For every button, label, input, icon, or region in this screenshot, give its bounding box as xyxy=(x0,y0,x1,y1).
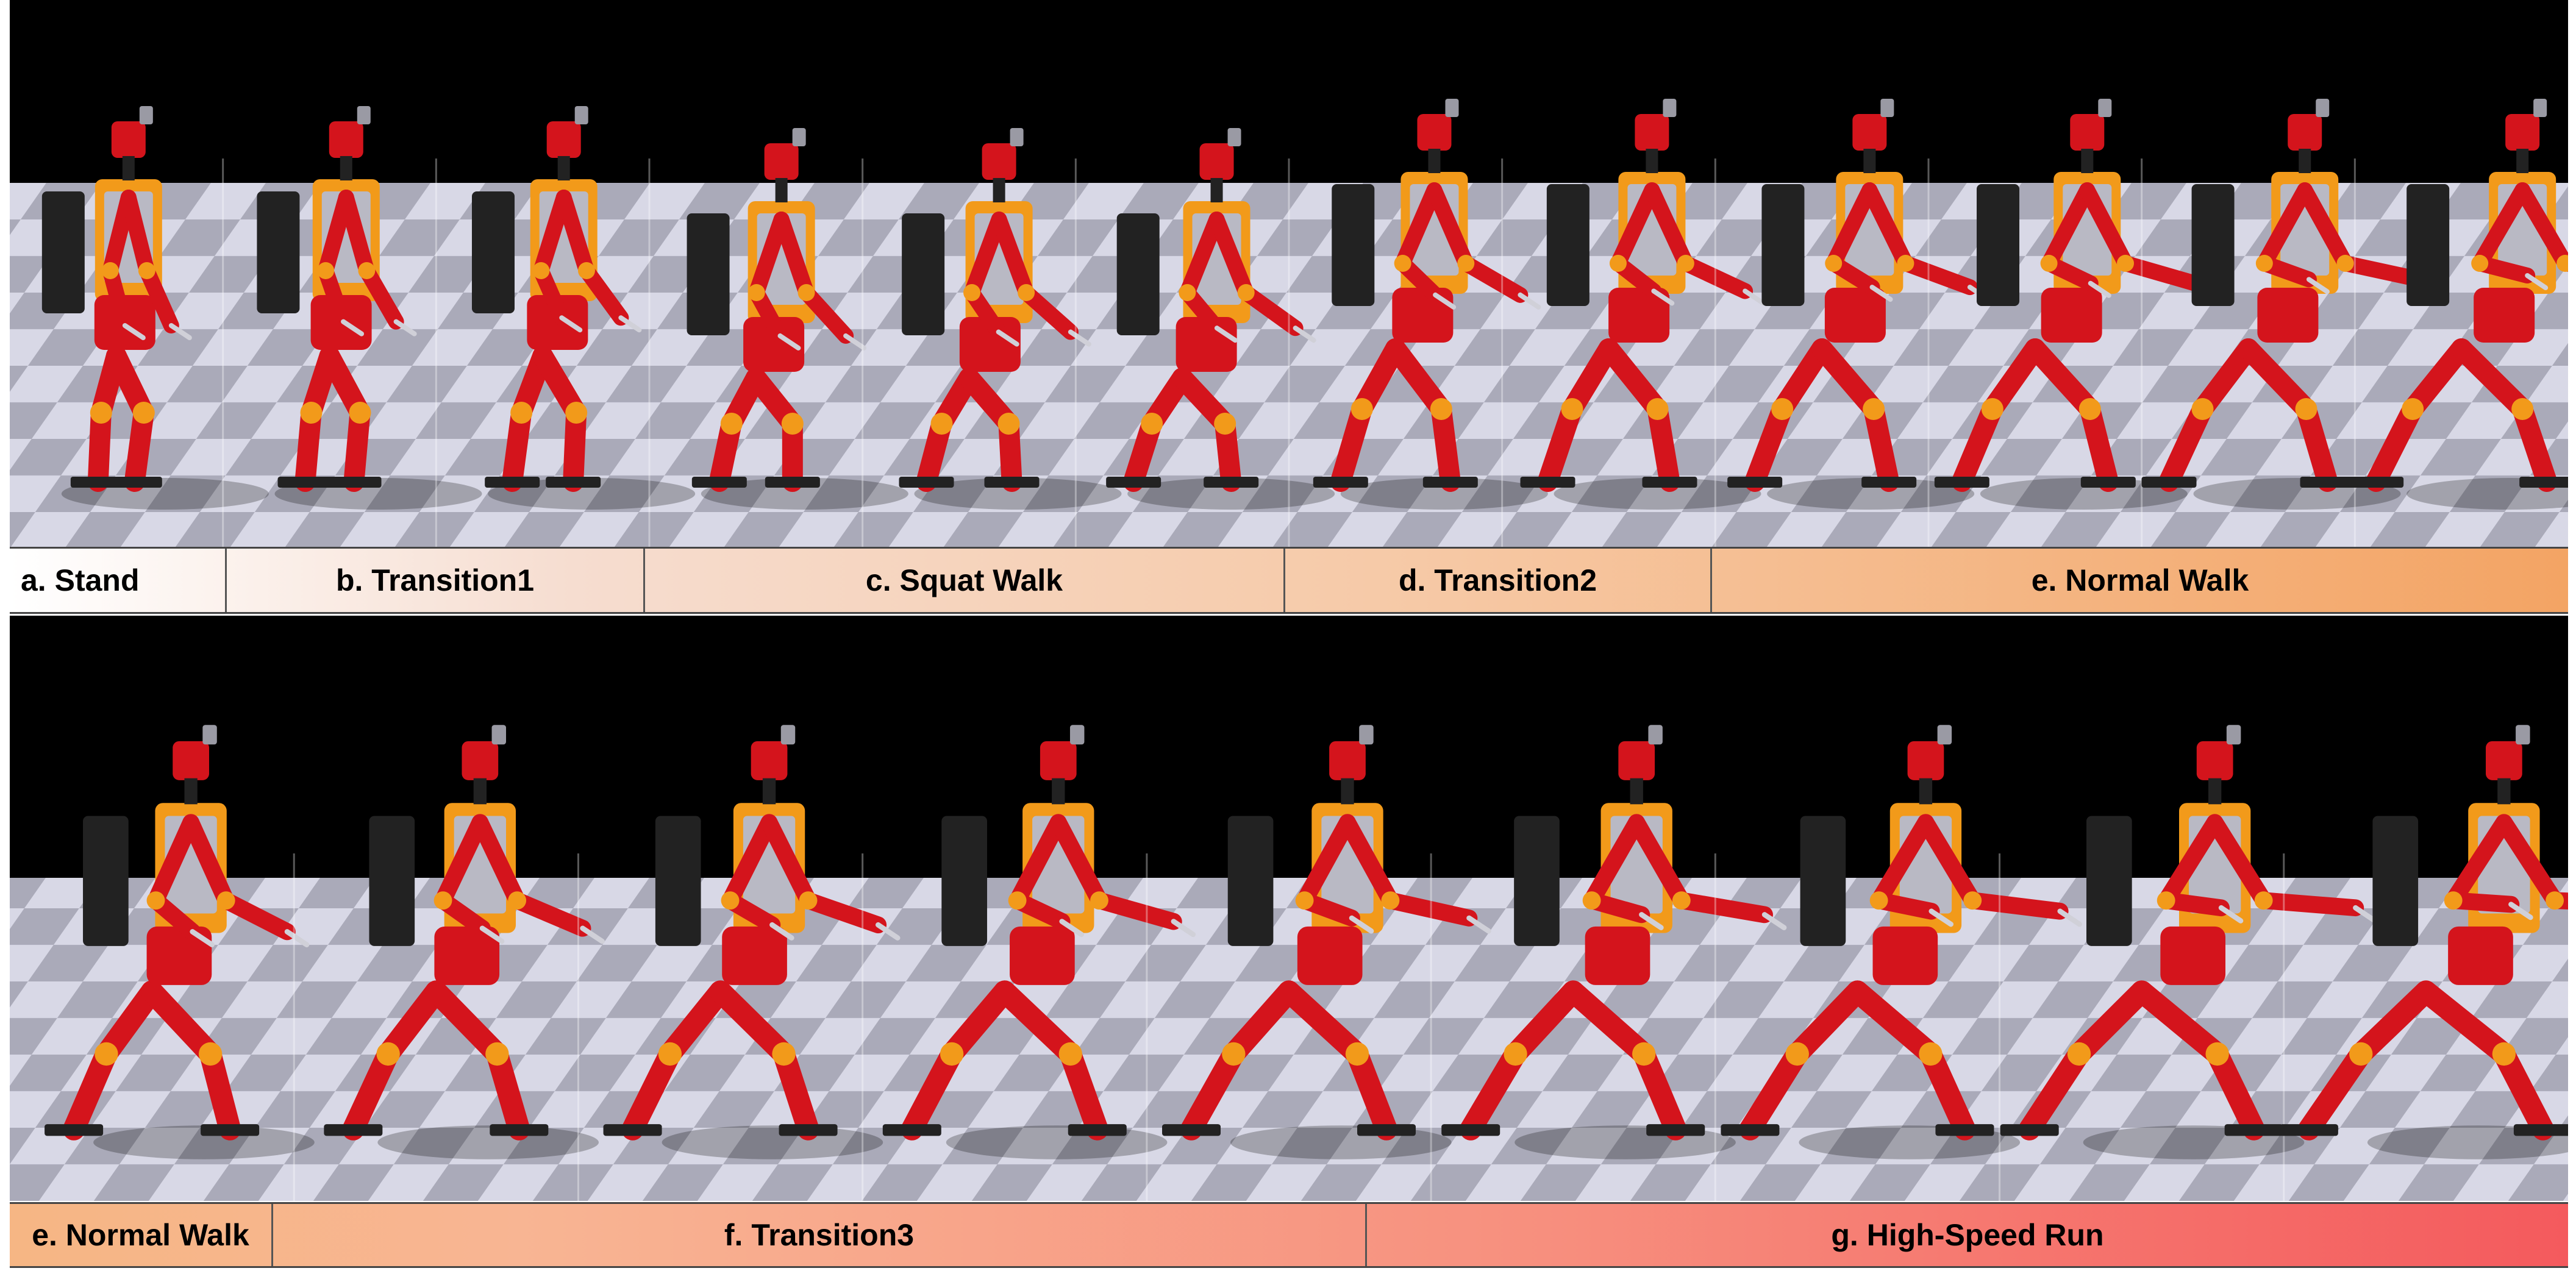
robot-frame xyxy=(1714,725,2082,1201)
bottom-phase-bar: e. Normal Walk f. Transition3 g. High-Sp… xyxy=(10,1202,2568,1268)
robot-frame xyxy=(1430,725,1787,1201)
phase-label-transition2: d. Transition2 xyxy=(1285,549,1712,612)
robot-frame xyxy=(45,725,315,1159)
phase-label-high-speed-run: g. High-Speed Run xyxy=(1831,1218,2104,1252)
phase-label-transition3: f. Transition3 xyxy=(273,1204,1367,1266)
bottom-frames-svg xyxy=(10,616,2568,1201)
robot-frame xyxy=(577,725,901,1201)
robot-frame xyxy=(1501,99,1766,549)
robot-frame xyxy=(2279,725,2568,1201)
top-frames-svg xyxy=(10,0,2568,549)
phase-label-stand: a. Stand xyxy=(10,549,227,612)
robot-frame xyxy=(1288,99,1548,549)
robot-frame xyxy=(293,725,605,1201)
phase-label-transition1: b. Transition1 xyxy=(227,549,645,612)
robot-frame xyxy=(1714,99,1991,549)
robot-frame xyxy=(435,106,696,549)
robot-frame xyxy=(1074,128,1335,549)
robot-frame xyxy=(1146,725,1491,1201)
robot-frame xyxy=(648,128,908,549)
phase-label-squat-walk: c. Squat Walk xyxy=(645,549,1285,612)
robot-frame xyxy=(1999,725,2378,1201)
phase-label-normal-walk: e. Normal Walk xyxy=(2031,563,2249,597)
robot-frame xyxy=(41,106,269,510)
top-frame-strip xyxy=(10,0,2568,549)
bottom-frame-strip xyxy=(10,616,2568,1201)
robot-frame xyxy=(862,725,1196,1201)
robot-frame xyxy=(1927,99,2216,549)
robot-frame xyxy=(222,106,482,549)
robot-frame xyxy=(2349,99,2568,549)
robot-frame xyxy=(862,128,1122,549)
top-phase-bar: a. Stand b. Transition1 c. Squat Walk d.… xyxy=(10,547,2568,614)
phase-label-normal-walk-2: e. Normal Walk xyxy=(10,1204,273,1266)
